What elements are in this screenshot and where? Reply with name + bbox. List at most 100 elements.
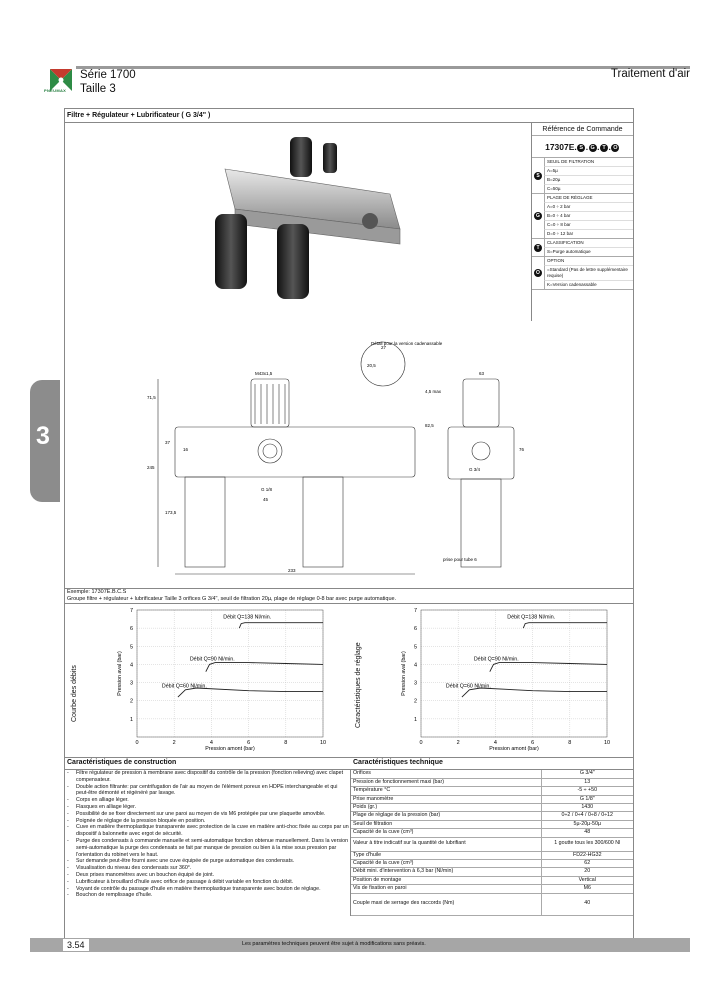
plot-frame: [136, 609, 324, 738]
y-axis-label: Pression aval (bar): [401, 651, 407, 696]
technical-row: Pression de fonctionnement maxi (bar)13: [351, 778, 633, 788]
x-tick-label: 8: [568, 740, 571, 746]
order-group-heading: OPTION: [544, 257, 633, 266]
construction-item: Filtre régulateur de pression à membrane…: [65, 770, 350, 784]
y-tick-label: 6: [414, 626, 417, 632]
technical-value: 20: [540, 867, 633, 877]
technical-row: Température °C-5 ÷ +50: [351, 786, 633, 796]
technical-value: Vertical: [540, 876, 633, 886]
technical-label: Température °C: [351, 786, 541, 796]
dim-233: 233: [288, 568, 296, 573]
x-tick-label: 4: [210, 740, 213, 746]
technical-label: Position de montage: [351, 876, 541, 886]
order-group-letter: S: [534, 171, 542, 180]
dim-tube: prise pour tube 6: [443, 557, 477, 562]
y-tick-label: 7: [414, 608, 417, 614]
technical-value: 40: [540, 893, 633, 916]
series-line: [461, 687, 607, 698]
series-label: Débit Q=138 Nl/min.: [507, 615, 555, 621]
x-tick-label: 10: [604, 740, 610, 746]
y-tick-label: 4: [130, 662, 133, 668]
y-tick-label: 1: [414, 717, 417, 723]
construction-item: Lubrificateur à brouillard d'huile avec …: [65, 879, 350, 886]
chart-left-title: Courbe des débits: [71, 665, 78, 722]
plot-frame: [420, 609, 608, 738]
construction-item: Cuve en matière thermoplastique transpar…: [65, 824, 350, 838]
technical-label: Vis de fixation en paroi: [351, 884, 541, 894]
y-tick-label: 6: [130, 626, 133, 632]
construction-item: Purge des condensats à commande manuelle…: [65, 838, 350, 858]
y-tick-label: 5: [414, 644, 417, 650]
order-option: A=0 ÷ 2 bar: [544, 203, 633, 212]
series-label: Débit Q=60 Nl/min.: [162, 684, 207, 690]
dim-4-5max: 4,5 max: [425, 389, 442, 394]
x-tick-label: 4: [494, 740, 497, 746]
technical-row: Valeur à titre indicatif sur la quantité…: [351, 837, 633, 852]
technical-row: Couple maxi de serrage des raccords (Nm)…: [351, 893, 633, 916]
x-tick-label: 8: [284, 740, 287, 746]
dim-76: 76: [519, 447, 525, 452]
x-tick-label: 0: [135, 740, 138, 746]
series-label: Débit Q=138 Nl/min.: [223, 615, 271, 621]
x-tick-label: 2: [457, 740, 460, 746]
dim-m43: M43x1,5: [255, 371, 273, 376]
construction-list: Filtre régulateur de pression à membrane…: [65, 769, 350, 899]
construction-item: Flasques en alliage léger.: [65, 804, 350, 811]
construction-item: Voyant de contrôle du passage d'huile en…: [65, 886, 350, 893]
technical-value: 62: [540, 859, 633, 869]
dim-71-5: 71,5: [147, 395, 156, 400]
technical-label: Poids (gr.): [351, 803, 541, 813]
taille-label: Taille 3: [80, 83, 116, 95]
charts-area: Courbe des débits Caractéristiques de ré…: [65, 603, 633, 758]
y-tick-label: 4: [414, 662, 417, 668]
y-tick-label: 2: [414, 699, 417, 705]
example-block: Exemple: 17307E.B.C.S Groupe filtre + ré…: [65, 588, 633, 603]
construction-item: Poignée de réglage de la pression bloqué…: [65, 818, 350, 825]
serie-label: Série 1700: [80, 69, 136, 81]
pneumax-logo-icon: [46, 66, 76, 96]
technical-row: Capacité de la cuve (cm³)62: [351, 859, 633, 869]
series-line: [177, 687, 323, 698]
order-group-heading: PLAGE DE RÉGLAGE: [544, 194, 633, 203]
dim-82-5: 82,5: [425, 423, 434, 428]
order-code-prefix: 17307E.: [545, 142, 577, 152]
series-line: [238, 622, 323, 629]
order-code-letter: S: [577, 144, 586, 152]
technical-value: 0÷2 / 0÷4 / 0÷8 / 0÷12: [540, 811, 633, 821]
technical-label: Type d'huile: [351, 851, 541, 861]
chapter-tab: 3: [30, 380, 60, 502]
header-rule: [46, 66, 690, 69]
dim-245: 245: [147, 465, 155, 470]
x-tick-label: 6: [531, 740, 534, 746]
order-code-dot: .: [585, 142, 589, 152]
product-sheet: Filtre + Régulateur + Lubrificateur ( G …: [64, 108, 634, 942]
dim-g18: G 1/8: [261, 487, 273, 492]
technical-label: Capacité de la cuve (cm³): [351, 828, 541, 838]
chapter-number: 3: [36, 422, 50, 450]
technical-value: G 1/8": [540, 795, 633, 805]
technical-label: Couple maxi de serrage des raccords (Nm): [351, 893, 541, 916]
series-title: Série 1700 Taille 3: [80, 68, 136, 96]
dim-16: 16: [183, 447, 189, 452]
y-tick-label: 7: [130, 608, 133, 614]
dim-detail: Détail pour la version cadenassable: [371, 341, 443, 346]
dim-63: 63: [479, 371, 485, 376]
technical-value: M6: [540, 884, 633, 894]
order-code-letter: G: [588, 144, 597, 152]
order-code-letter: O: [611, 144, 620, 152]
order-code-dot: .: [597, 142, 600, 152]
x-tick-label: 0: [419, 740, 422, 746]
construction-item: Corps en alliage léger.: [65, 797, 350, 804]
y-tick-label: 1: [130, 717, 133, 723]
